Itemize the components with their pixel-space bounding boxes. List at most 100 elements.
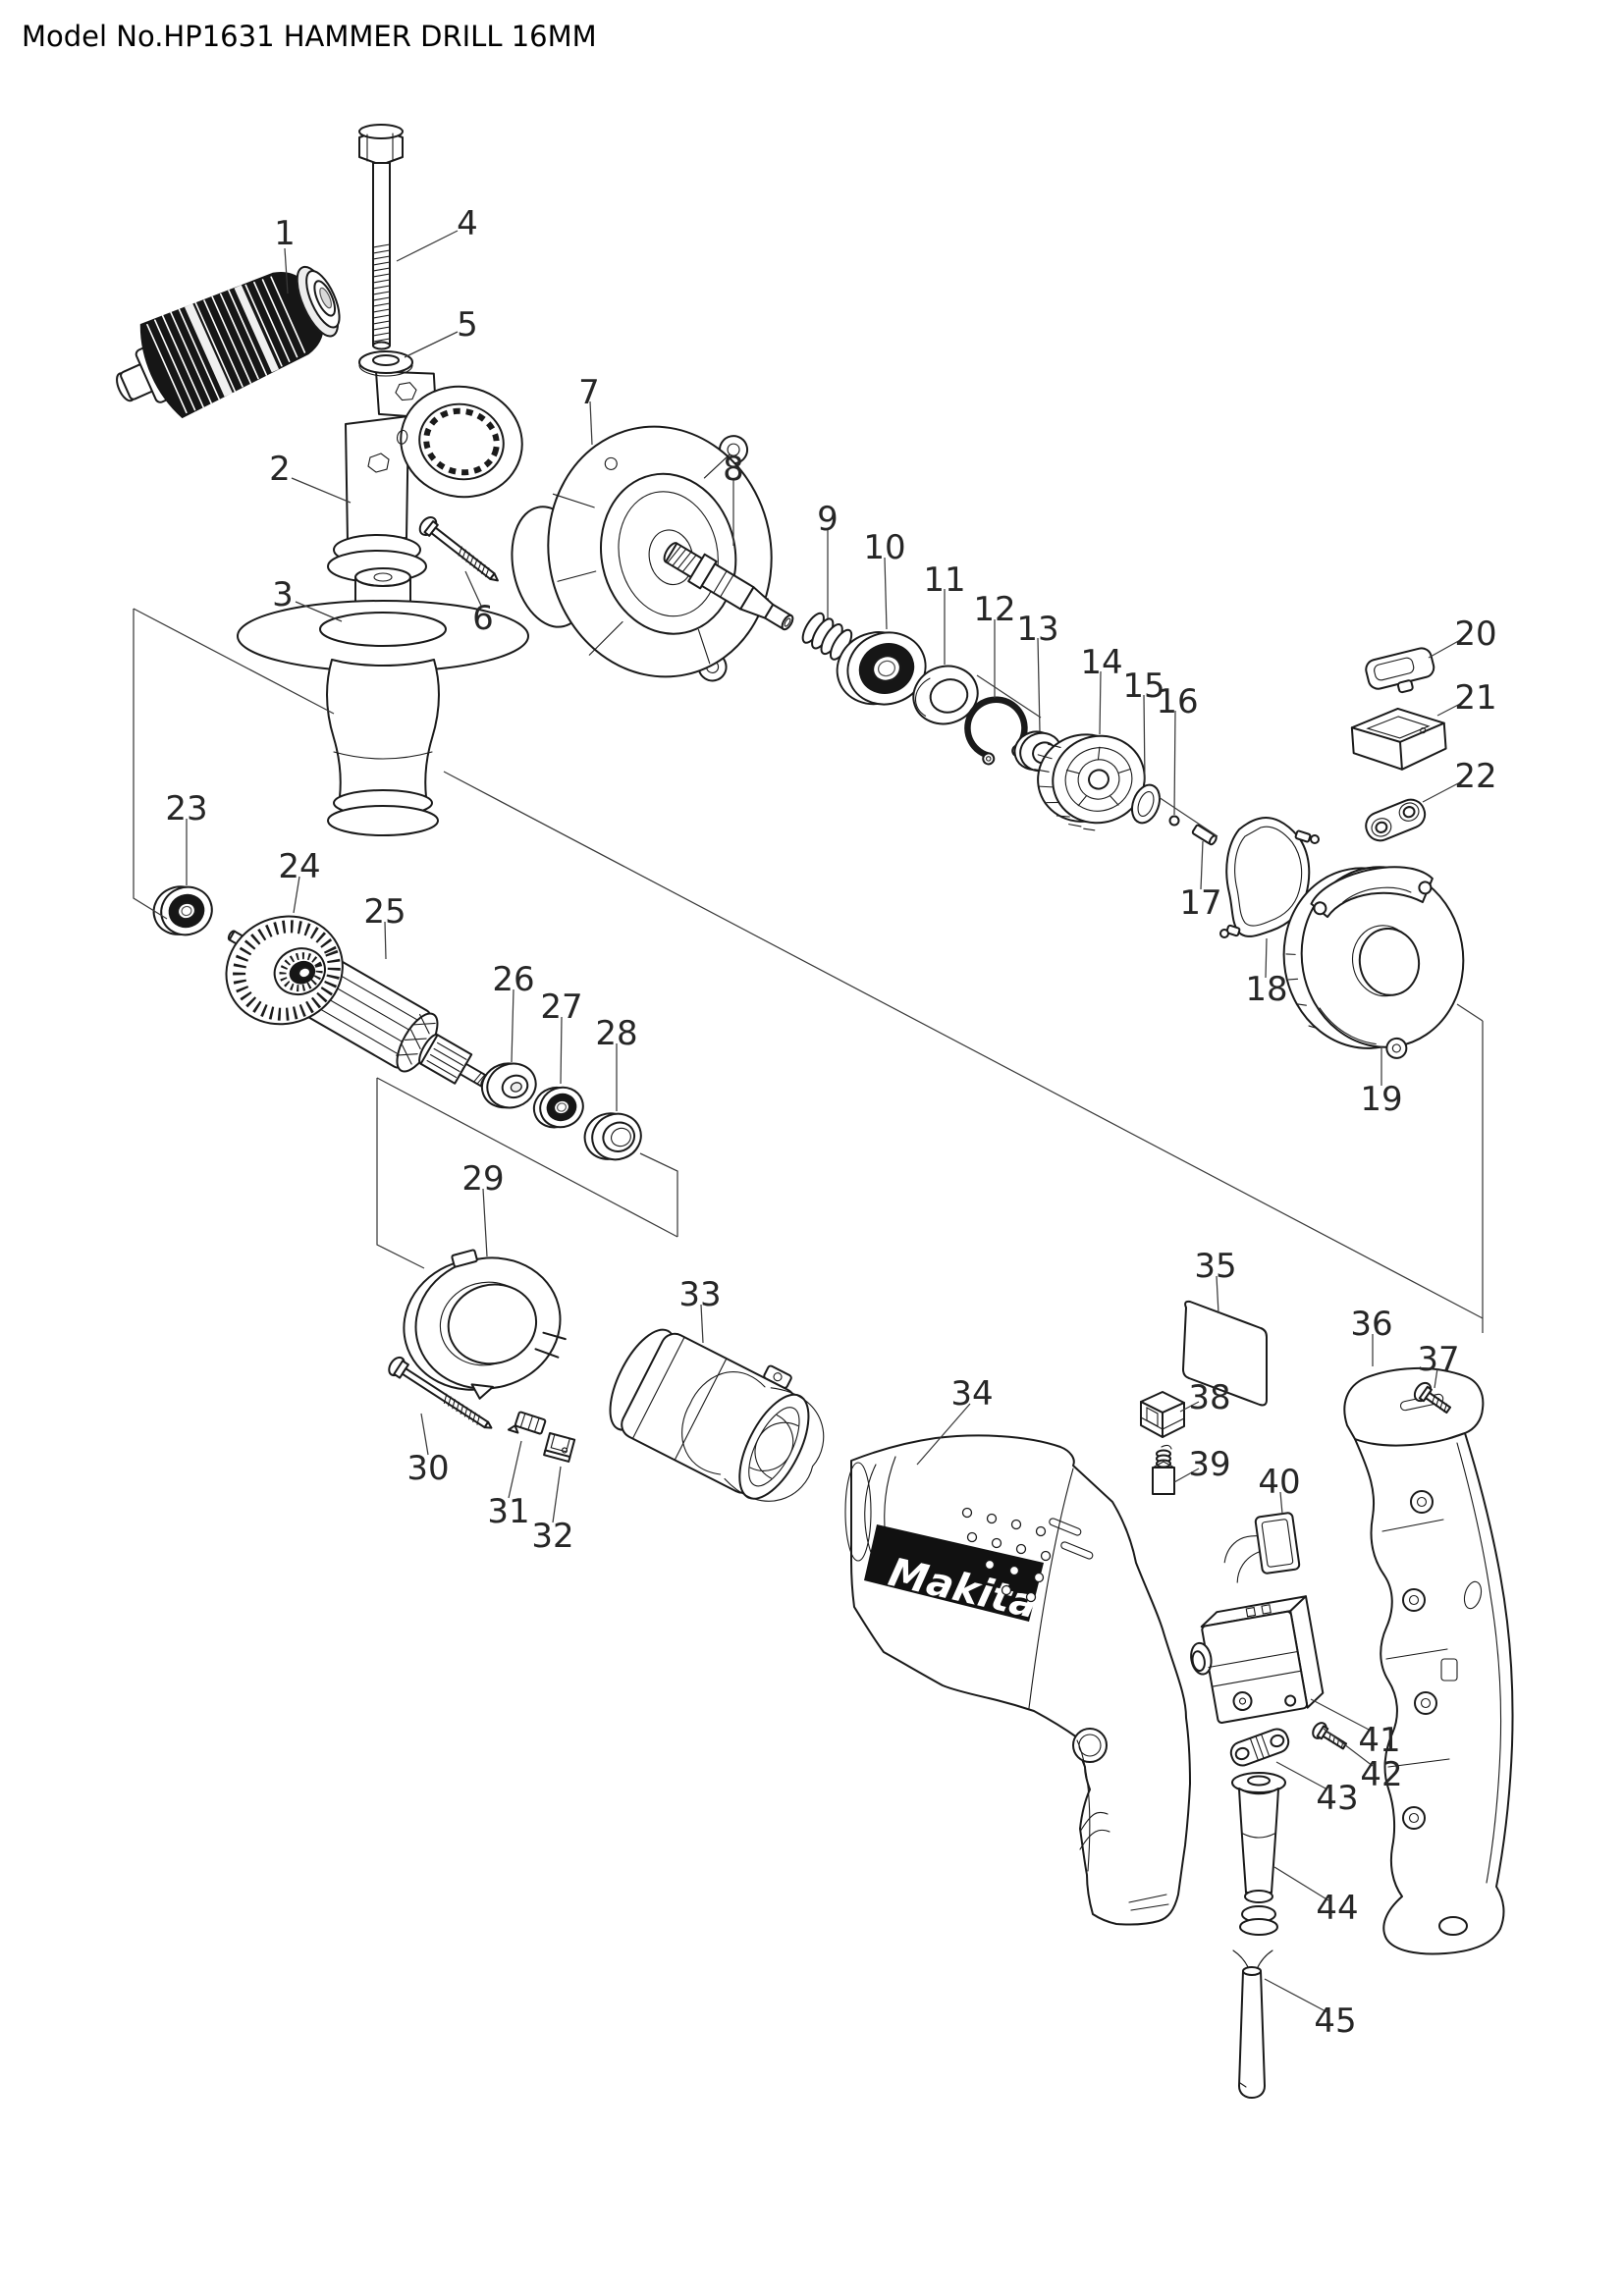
front-ball-bearing-drawing (152, 885, 213, 936)
part-label-31-terminal-clip: 31 (487, 1492, 529, 1531)
chuck-clamp-base-drawing (327, 370, 523, 583)
leader-line-16 (1173, 710, 1176, 816)
part-label-9-compression-spring: 9 (817, 500, 839, 539)
cover-screw-drawing (1413, 1381, 1452, 1415)
group-bracket-line-5 (1158, 796, 1218, 837)
clamp-link-drawing (1365, 798, 1427, 842)
brush-holder-drawing (543, 1431, 576, 1463)
leader-line-1 (284, 247, 289, 294)
bearing-sleeve-drawing (583, 1112, 642, 1161)
part-label-6-tapping-screw: 6 (472, 599, 494, 638)
switch-drawing (1190, 1595, 1325, 1724)
leader-line-27 (560, 1016, 563, 1085)
flat-washer-drawing (358, 350, 413, 377)
group-bracket-line-1 (133, 609, 168, 920)
part-label-23-front-ball-bearing: 23 (165, 789, 207, 828)
gear-housing-cover-drawing (511, 425, 773, 682)
part-label-4-handle-bolt: 4 (457, 204, 478, 243)
leader-line-37 (1434, 1367, 1438, 1389)
part-label-45-power-cord: 45 (1314, 2002, 1356, 2041)
leader-line-45 (1264, 1978, 1328, 2013)
leader-line-43 (1275, 1761, 1328, 1790)
part-label-41-switch: 41 (1358, 1721, 1400, 1760)
leader-line-38 (1179, 1401, 1200, 1413)
part-label-25-armature: 25 (363, 892, 406, 932)
field-stator-drawing (609, 1328, 825, 1502)
steel-ball-drawing (1168, 815, 1180, 827)
handle-cover-drawing (1343, 1366, 1514, 1955)
part-label-36-handle-cover: 36 (1350, 1305, 1392, 1344)
leader-line-13 (1037, 637, 1041, 732)
leader-line-6 (464, 570, 482, 607)
part-label-24-fan: 24 (278, 847, 320, 886)
drill-chuck-drawing (116, 265, 341, 419)
part-label-15-oval-washer: 15 (1122, 667, 1164, 706)
baffle-ring-drawing (403, 1249, 567, 1400)
part-label-19-bearing-box-housing: 19 (1360, 1080, 1402, 1119)
switch-screw-drawing (1312, 1722, 1348, 1750)
part-label-13-spacer-ring: 13 (1016, 610, 1058, 649)
group-bracket-line-4 (976, 674, 1042, 719)
fan-drawing (225, 915, 344, 1026)
leader-line-24 (293, 876, 300, 914)
leader-line-10 (884, 557, 888, 630)
part-label-39-carbon-brush: 39 (1188, 1445, 1230, 1484)
part-label-29-baffle-ring: 29 (461, 1159, 504, 1199)
cord-guard-drawing (1231, 1772, 1286, 1936)
change-lever-knob-drawing (1365, 647, 1435, 694)
leader-line-42 (1323, 1728, 1374, 1767)
spindle-drawing (663, 542, 794, 631)
part-label-37-cover-screw: 37 (1417, 1340, 1459, 1379)
lever-base-drawing (1350, 707, 1447, 771)
leader-line-40 (1279, 1491, 1283, 1515)
group-bracket-line-10 (639, 1152, 678, 1237)
leader-line-21 (1436, 702, 1463, 717)
brush-holder-cap-drawing (1140, 1391, 1185, 1438)
part-label-26-insulation-washer: 26 (492, 960, 534, 999)
leader-line-4 (396, 230, 459, 262)
part-label-35-name-plate: 35 (1194, 1247, 1236, 1286)
part-label-33-field-stator: 33 (678, 1275, 721, 1314)
part-label-1-drill-chuck: 1 (274, 214, 296, 253)
part-label-28-bearing-sleeve: 28 (595, 1014, 637, 1053)
bracket-lines-layer (133, 608, 1484, 1333)
part-label-14-gear-wheel: 14 (1080, 643, 1122, 682)
leader-line-26 (511, 988, 514, 1063)
part-label-17-dowel-pin: 17 (1179, 883, 1221, 923)
part-label-27-rear-ball-bearing: 27 (540, 988, 582, 1027)
bearing-retainer-drawing (912, 665, 979, 725)
group-bracket-line-2 (133, 608, 335, 715)
part-label-22-clamp-link: 22 (1454, 757, 1496, 796)
power-cord-drawing (1232, 1949, 1273, 2099)
leader-line-29 (482, 1188, 488, 1257)
part-label-18-gasket: 18 (1245, 970, 1287, 1009)
capacitor-drawing (1223, 1512, 1301, 1583)
rear-ball-bearing-drawing (532, 1086, 584, 1129)
part-label-10-ball-bearing: 10 (863, 528, 905, 567)
cord-clamp-drawing (1229, 1728, 1290, 1767)
insulation-washer-drawing (480, 1062, 537, 1109)
part-label-40-capacitor: 40 (1258, 1463, 1300, 1502)
terminal-clip-drawing (507, 1411, 547, 1435)
part-label-44-cord-guard: 44 (1316, 1889, 1358, 1928)
part-label-16-steel-ball: 16 (1156, 682, 1198, 721)
name-plate-drawing (1182, 1300, 1268, 1407)
part-label-20-change-lever-knob: 20 (1454, 614, 1496, 654)
part-label-21-lever-base: 21 (1454, 678, 1496, 718)
gasket-drawing (1219, 817, 1320, 938)
handle-bolt-drawing (358, 124, 404, 350)
part-label-7-gear-housing-cover: 7 (578, 373, 600, 412)
leader-line-35 (1216, 1275, 1219, 1314)
leader-line-18 (1265, 937, 1268, 979)
leader-line-25 (384, 921, 387, 960)
leader-line-39 (1173, 1468, 1200, 1483)
gear-wheel-drawing (1034, 733, 1146, 831)
part-label-12-retaining-ring: 12 (973, 590, 1015, 629)
oval-washer-drawing (1130, 783, 1162, 825)
part-label-30-long-screw: 30 (406, 1449, 449, 1488)
leader-line-2 (291, 477, 352, 504)
part-label-8-spindle: 8 (723, 450, 744, 489)
